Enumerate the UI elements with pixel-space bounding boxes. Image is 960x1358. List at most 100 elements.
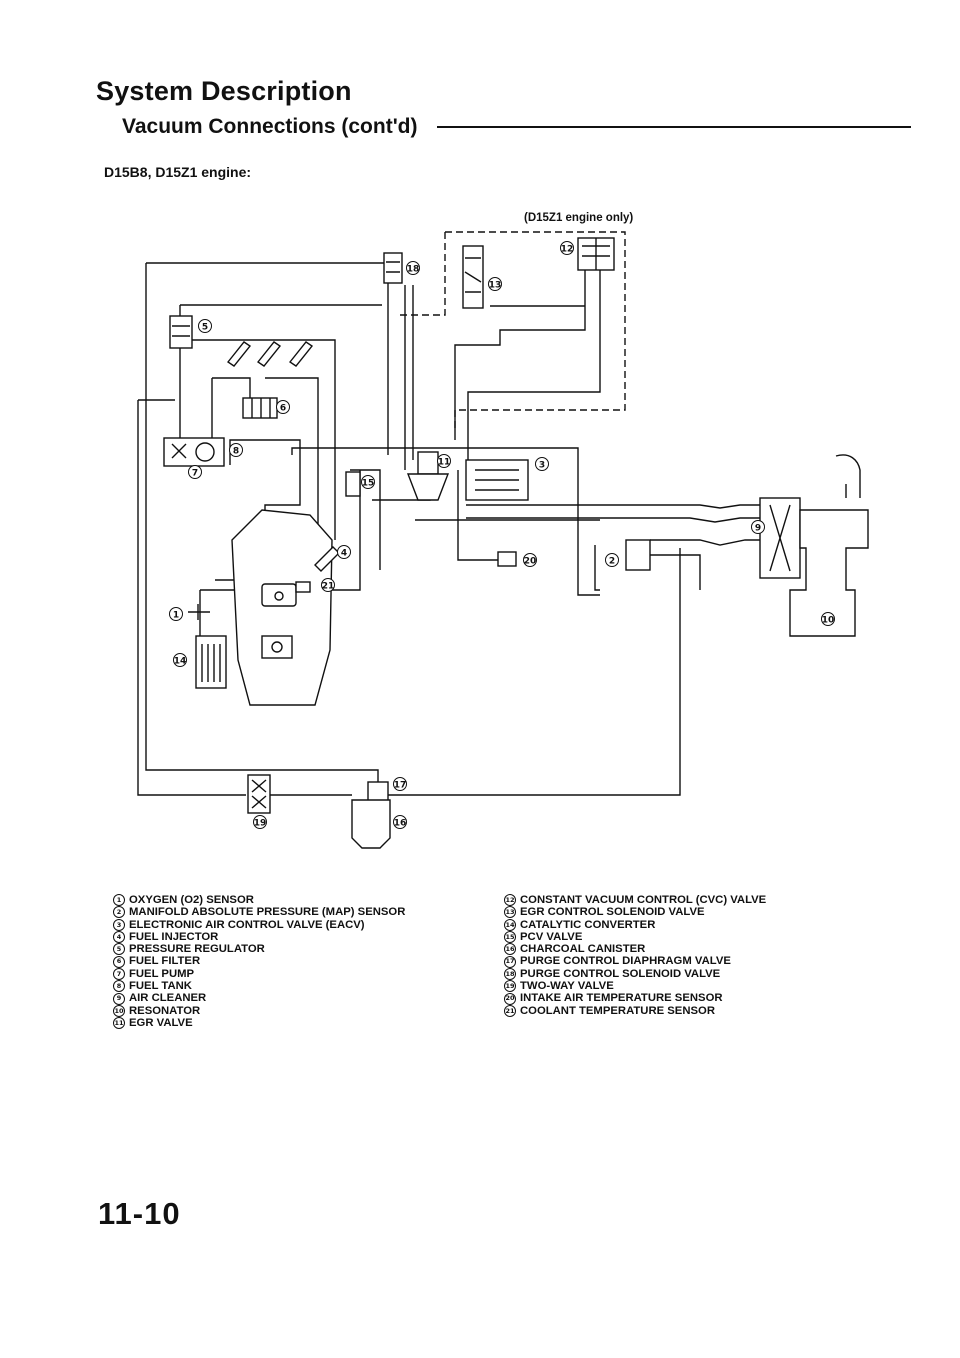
resonator (789, 509, 869, 637)
egr-valve (417, 451, 439, 475)
pcv-valve (345, 471, 361, 497)
legend-number: 14 (504, 918, 516, 931)
legend-item: 14 CATALYTIC CONVERTER (504, 919, 864, 931)
svg-text:8: 8 (233, 447, 239, 457)
svg-text:12: 12 (561, 245, 574, 255)
legend-number: 4 (113, 931, 125, 944)
callout-4: 4 (337, 545, 351, 559)
legend-text: EGR VALVE (129, 1016, 193, 1029)
callout-17: 17 (393, 777, 407, 791)
hose-lines (137, 231, 760, 796)
legend-number: 16 (504, 943, 516, 956)
legend-text: TWO-WAY VALVE (520, 980, 614, 993)
svg-text:16: 16 (394, 819, 407, 829)
fuel-injector (288, 341, 314, 367)
callout-15: 15 (361, 475, 375, 489)
fuel-pump (195, 442, 215, 462)
legend-number: 6 (113, 955, 125, 968)
map-sensor (625, 539, 651, 571)
legend-number: 12 (504, 894, 516, 907)
callout-21: 21 (321, 578, 335, 592)
two-way-valve (247, 774, 271, 814)
callout-13: 13 (488, 277, 502, 291)
svg-text:5: 5 (202, 323, 208, 333)
legend-text: OXYGEN (O2) SENSOR (129, 894, 254, 906)
legend-text: MANIFOLD ABSOLUTE PRESSURE (MAP) SENSOR (129, 906, 406, 919)
callout-19: 19 (253, 815, 267, 829)
legend-item: 1 OXYGEN (O2) SENSOR (113, 894, 493, 907)
callout-11: 11 (437, 454, 451, 468)
fuel-tank (163, 437, 225, 467)
section-subtitle: Vacuum Connections (cont'd) (122, 115, 418, 138)
engine-block (231, 509, 333, 706)
legend-item: 11 EGR VALVE (113, 1016, 493, 1030)
legend-text: ELECTRONIC AIR CONTROL VALVE (EACV) (129, 918, 365, 931)
svg-text:3: 3 (539, 461, 545, 471)
svg-text:20: 20 (524, 557, 537, 567)
svg-text:19: 19 (254, 819, 267, 829)
svg-text:14: 14 (174, 657, 187, 667)
legend-text: AIR CLEANER (129, 992, 207, 1005)
svg-text:18: 18 (407, 265, 420, 275)
engine-label: D15B8, D15Z1 engine: (104, 164, 252, 180)
legend-text: RESONATOR (129, 1004, 201, 1017)
legend-item: 13 EGR CONTROL SOLENOID VALVE (504, 906, 864, 919)
svg-text:13: 13 (489, 281, 502, 291)
d15z1-only-label: (D15Z1 engine only) (524, 212, 634, 224)
callout-20: 20 (523, 553, 537, 567)
legend-number: 11 (113, 1017, 125, 1030)
legend-number: 1 (113, 894, 125, 907)
callout-14: 14 (173, 653, 187, 667)
fuel-injector (256, 341, 282, 367)
purge-control-solenoid-valve (383, 252, 403, 284)
subtitle-rule (437, 126, 911, 128)
legend-number: 5 (113, 943, 125, 956)
legend-item: 19 TWO-WAY VALVE (504, 980, 864, 993)
callout-3: 3 (535, 457, 549, 471)
svg-text:9: 9 (755, 524, 761, 534)
oxygen-sensor (188, 604, 210, 620)
diagram-callouts: 1 2 3 4 5 6 7 8 9 10 11 12 13 14 15 16 1… (169, 241, 835, 829)
legend-number: 8 (113, 980, 125, 993)
intake-air-temperature-sensor (497, 551, 517, 567)
legend-text: PURGE CONTROL SOLENOID VALVE (520, 967, 721, 980)
legend-item: 10 RESONATOR (113, 1005, 493, 1017)
charcoal-canister (351, 799, 391, 849)
catalytic-converter (195, 635, 227, 689)
fuel-filter (242, 397, 278, 419)
callout-10: 10 (821, 612, 835, 626)
svg-text:21: 21 (322, 582, 335, 592)
svg-text:6: 6 (280, 404, 286, 414)
callout-12: 12 (560, 241, 574, 255)
legend-number: 15 (504, 931, 516, 944)
legend-number: 19 (504, 980, 516, 993)
legend-number: 13 (504, 906, 516, 919)
legend-text: FUEL PUMP (129, 967, 195, 980)
legend-number: 3 (113, 918, 125, 931)
legend-number: 10 (113, 1004, 125, 1017)
legend-item: 3 ELECTRONIC AIR CONTROL VALVE (EACV) (113, 919, 493, 931)
svg-text:1: 1 (173, 611, 179, 621)
coolant-temperature-sensor (295, 581, 311, 593)
callout-18: 18 (406, 261, 420, 275)
svg-text:17: 17 (394, 781, 407, 791)
legend-text: CATALYTIC CONVERTER (520, 918, 656, 931)
page-title: System Description (96, 76, 352, 106)
svg-text:10: 10 (822, 616, 835, 626)
legend-number: 21 (504, 1004, 516, 1017)
legend-text: EGR CONTROL SOLENOID VALVE (520, 906, 705, 919)
svg-text:4: 4 (341, 549, 347, 559)
